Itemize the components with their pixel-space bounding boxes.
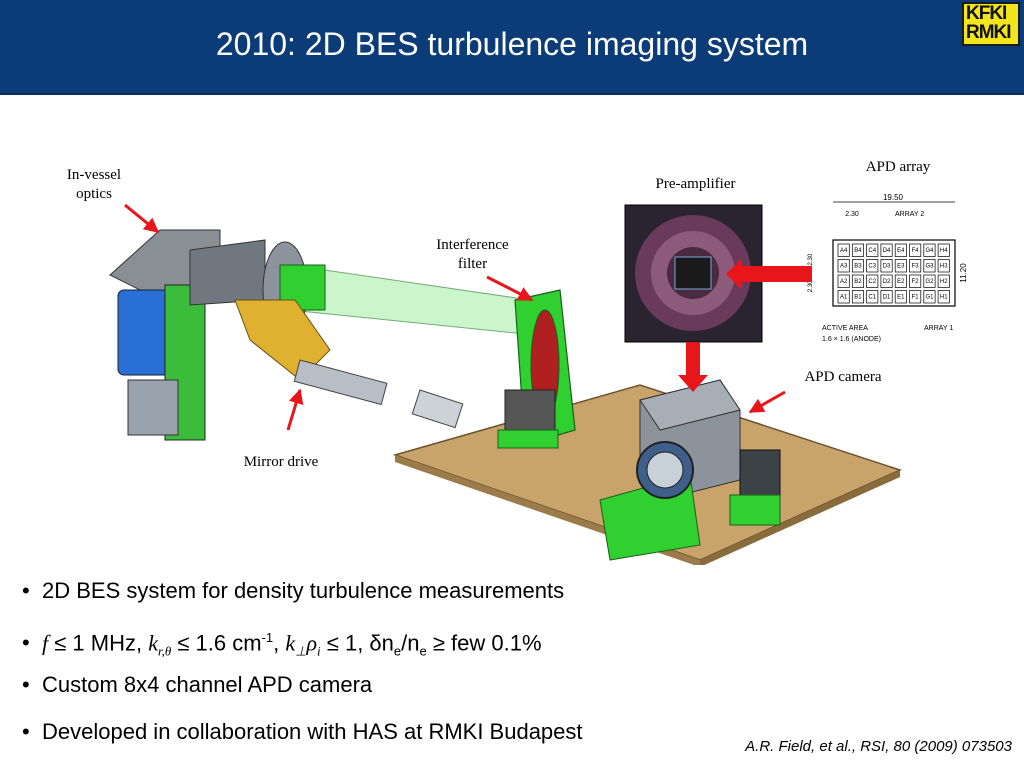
apd-cell-label: G2 [925,279,934,285]
apd-cell [837,290,850,304]
apd-cell [909,243,922,257]
label-mirror-drive: Mirror drive [243,454,319,470]
apd-cell [937,290,950,304]
apd-cell-label: E3 [897,263,905,269]
apd-cell [937,274,950,288]
apd-cell-label: H1 [940,294,948,300]
apd-cell-label: G4 [925,248,934,254]
apd-cell [909,259,922,273]
apd-cell-label: D4 [883,248,891,254]
bullet-item: •Custom 8x4 channel APD camera [22,672,373,697]
apd-cell-label: G1 [925,294,934,300]
arrow-mirror-drive [286,388,304,431]
label-pre-amplifier: Pre-amplifier [655,176,736,192]
apd-cell [851,243,864,257]
apd-cell [923,290,936,304]
logo-text-bottom: RMKI [966,22,1012,43]
height-dimension: 11.20 [959,263,968,283]
label-apd-camera: APD camera [804,369,882,385]
apd-cell-label: H3 [940,263,948,269]
apd-cell [937,243,950,257]
apd-cell-label: C4 [868,248,876,254]
bullet-item: •Developed in collaboration with HAS at … [22,719,583,744]
apd-cell-label: D3 [883,263,891,269]
apd-cell-label: G3 [925,263,934,269]
apd-cell [937,259,950,273]
apd-cell [894,290,907,304]
apd-cell [909,290,922,304]
label-interference-filter: Interference filter [436,237,509,272]
apd-cell-label: H2 [940,279,948,285]
apd-cell [851,290,864,304]
apd-cell-label: D2 [883,279,891,285]
logo-text-top: KFKI [966,3,1007,24]
apd-cell [909,274,922,288]
slide-title: 2010: 2D BES turbulence imaging system [215,26,809,62]
apd-cell-label: C2 [868,279,876,285]
bullet-list: •2D BES system for density turbulence me… [22,574,583,762]
apd-cell-label: C1 [868,294,876,300]
apd-cell [894,259,907,273]
apd-cell [880,290,893,304]
apd-cell-label: A4 [840,248,848,254]
apd-cell [894,243,907,257]
apd-cell [923,243,936,257]
active-area-label: ACTIVE AREA [822,325,868,332]
bes-system-diagram: 19.50 2.30 ARRAY 2 11.20 2.30 2.60 2.30 … [109,193,968,565]
apd-array-drawing: 19.50 2.30 ARRAY 2 11.20 2.30 2.60 2.30 … [808,193,968,343]
title-bar: 2010: 2D BES turbulence imaging system K… [0,0,1024,95]
apd-cell-label: A1 [840,294,848,300]
arrow-preamp-to-camera [678,342,708,392]
apd-cell [837,243,850,257]
apd-cell-label: F2 [912,279,920,285]
apd-cell-label: F3 [912,263,920,269]
pitch-dimension: 2.30 [845,211,859,218]
apd-cell [894,274,907,288]
apd-cell-label: E1 [897,294,905,300]
apd-cell [923,274,936,288]
array1-label: ARRAY 1 [924,325,953,332]
apd-cell [923,259,936,273]
apd-cell [837,274,850,288]
apd-cell [866,274,879,288]
label-apd-array: APD array [865,159,931,175]
apd-cell-label: C3 [868,263,876,269]
width-dimension: 19.50 [883,193,904,202]
array2-label: ARRAY 2 [895,211,924,218]
apd-cell-label: B4 [854,248,862,254]
arrow-array-to-preamp [726,258,812,290]
arrow-filter [486,275,534,302]
apd-cell [851,274,864,288]
anode-label: 1.6 × 1.6 (ANODE) [822,336,881,343]
apd-cell-label: E2 [897,279,905,285]
arrow-camera [748,390,786,414]
label-in-vessel-optics: In-vessel optics [66,167,122,202]
apd-cell-label: F4 [912,248,920,254]
kfki-rmki-logo: KFKI RMKI [962,2,1020,46]
light-cone [289,264,536,336]
apd-cell-label: E4 [897,248,905,254]
apd-cell [880,243,893,257]
apd-cell-label: B1 [854,294,862,300]
apd-cell [880,259,893,273]
apd-cell [851,259,864,273]
apd-cell-label: A2 [840,279,848,285]
apd-cell-label: B3 [854,263,862,269]
apd-cell [866,290,879,304]
apd-cell [880,274,893,288]
bullet-item: •f ≤ 1 MHz, kr,θ ≤ 1.6 cm-1, k⊥ρi ≤ 1, δ… [22,630,542,659]
apd-cell-label: H4 [940,248,948,254]
bullet-item: •2D BES system for density turbulence me… [22,578,565,603]
arrow-optics [124,203,160,234]
apd-cell-label: B2 [854,279,862,285]
citation: A.R. Field, et al., RSI, 80 (2009) 07350… [745,738,1012,755]
apd-cell [837,259,850,273]
apd-cell [866,243,879,257]
apd-cell-label: A3 [840,263,848,269]
apd-cell-label: D1 [883,294,891,300]
apd-cell-label: F1 [912,294,920,300]
apd-cell [866,259,879,273]
